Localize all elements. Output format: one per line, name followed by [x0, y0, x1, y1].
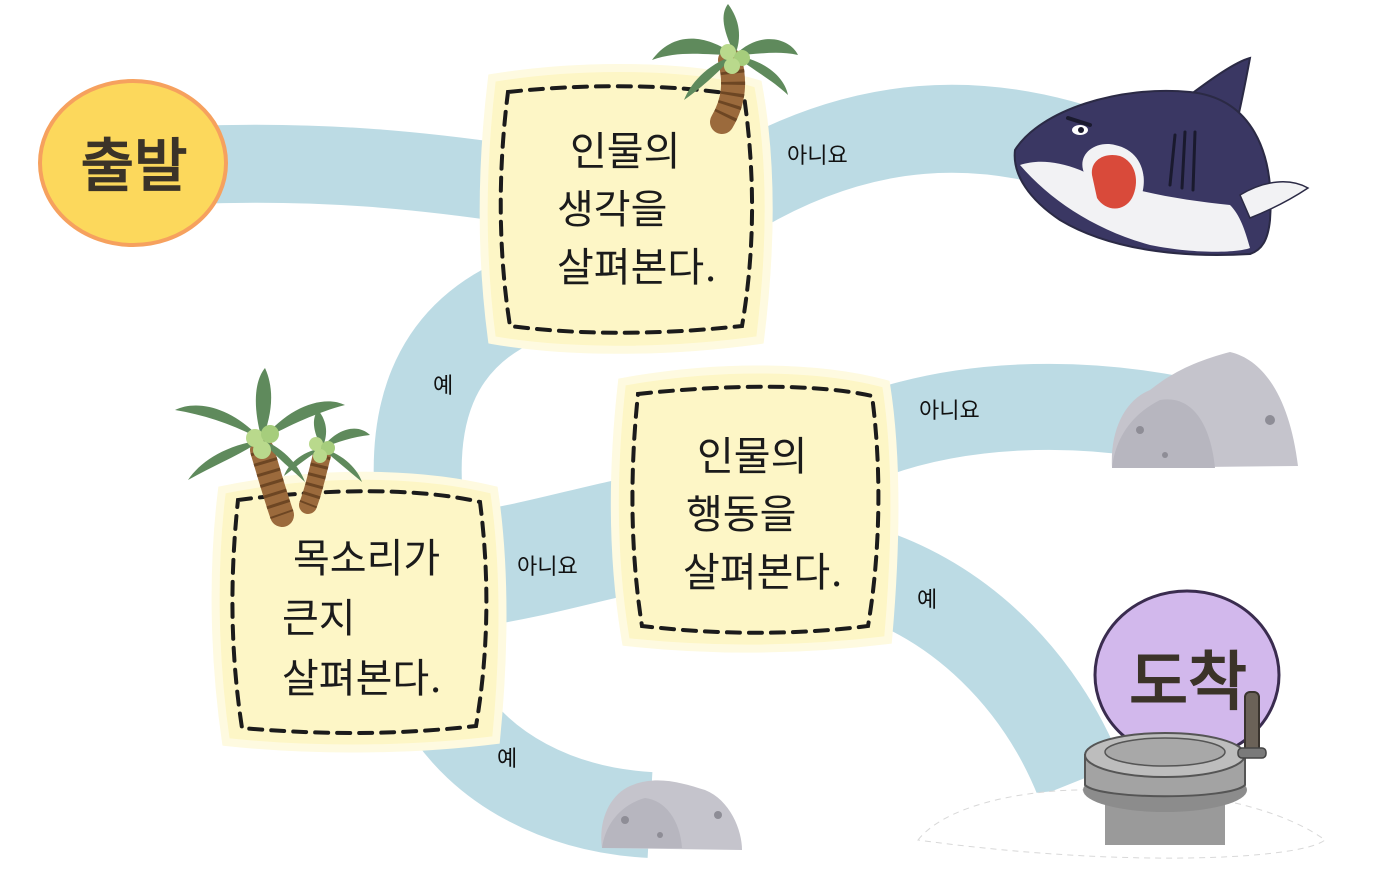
q1-line-1: 인물의 — [570, 129, 680, 175]
q2-line-3: 살펴본다. — [282, 656, 442, 702]
question-box-1: 인물의 생각을 살펴본다. — [479, 63, 773, 354]
rock-icon — [601, 780, 742, 850]
q3-line-1: 인물의 — [697, 434, 807, 480]
edge-label-q2-no: 아니요 — [517, 555, 578, 580]
path-start-to-q1 — [188, 124, 526, 224]
question-box-3: 인물의 행동을 살펴본다. — [610, 365, 899, 653]
svg-text:인물의 생각을 살펴본다.: 인물의 생각을 살펴본다. — [557, 129, 717, 291]
dashed-border — [630, 384, 881, 635]
q3-line-3: 살펴본다. — [683, 550, 843, 596]
dashed-border — [230, 489, 489, 735]
q2-line-1: 목소리가 — [293, 536, 440, 582]
palm-tree-icon — [652, 4, 798, 134]
q1-line-2: 생각을 — [557, 187, 667, 233]
q1-line-3: 살펴본다. — [557, 245, 717, 291]
finish-label: 도착 — [1129, 646, 1247, 720]
millstone-icon — [917, 691, 1326, 859]
start-label: 출발 — [81, 132, 188, 200]
palm-trees-icon — [175, 368, 370, 527]
rock-icon — [1111, 352, 1298, 468]
start-badge: 출발 — [38, 79, 228, 247]
edge-label-q1-no: 아니요 — [787, 144, 848, 169]
finish-badge: 도착 — [1093, 589, 1281, 761]
path-q3-to-finish — [846, 526, 1122, 798]
dashed-border — [498, 84, 755, 335]
shark-icon — [1013, 56, 1310, 256]
edge-label-q2-yes: 예 — [497, 747, 517, 772]
svg-text:인물의 행동을 살펴본다.: 인물의 행동을 살펴본다. — [683, 434, 843, 596]
edge-label-q1-yes: 예 — [433, 374, 453, 399]
svg-text:목소리가 큰지 살펴본다.: 목소리가 큰지 살펴본다. — [282, 536, 453, 702]
question-box-2: 목소리가 큰지 살펴본다. — [211, 471, 507, 753]
q2-line-2: 큰지 — [282, 596, 356, 642]
q3-line-2: 행동을 — [686, 492, 796, 538]
edge-label-q3-no: 아니요 — [919, 399, 980, 424]
edge-labels: 아니요 예 아니요 예 아니요 예 — [433, 144, 980, 772]
edge-label-q3-yes: 예 — [917, 588, 937, 613]
